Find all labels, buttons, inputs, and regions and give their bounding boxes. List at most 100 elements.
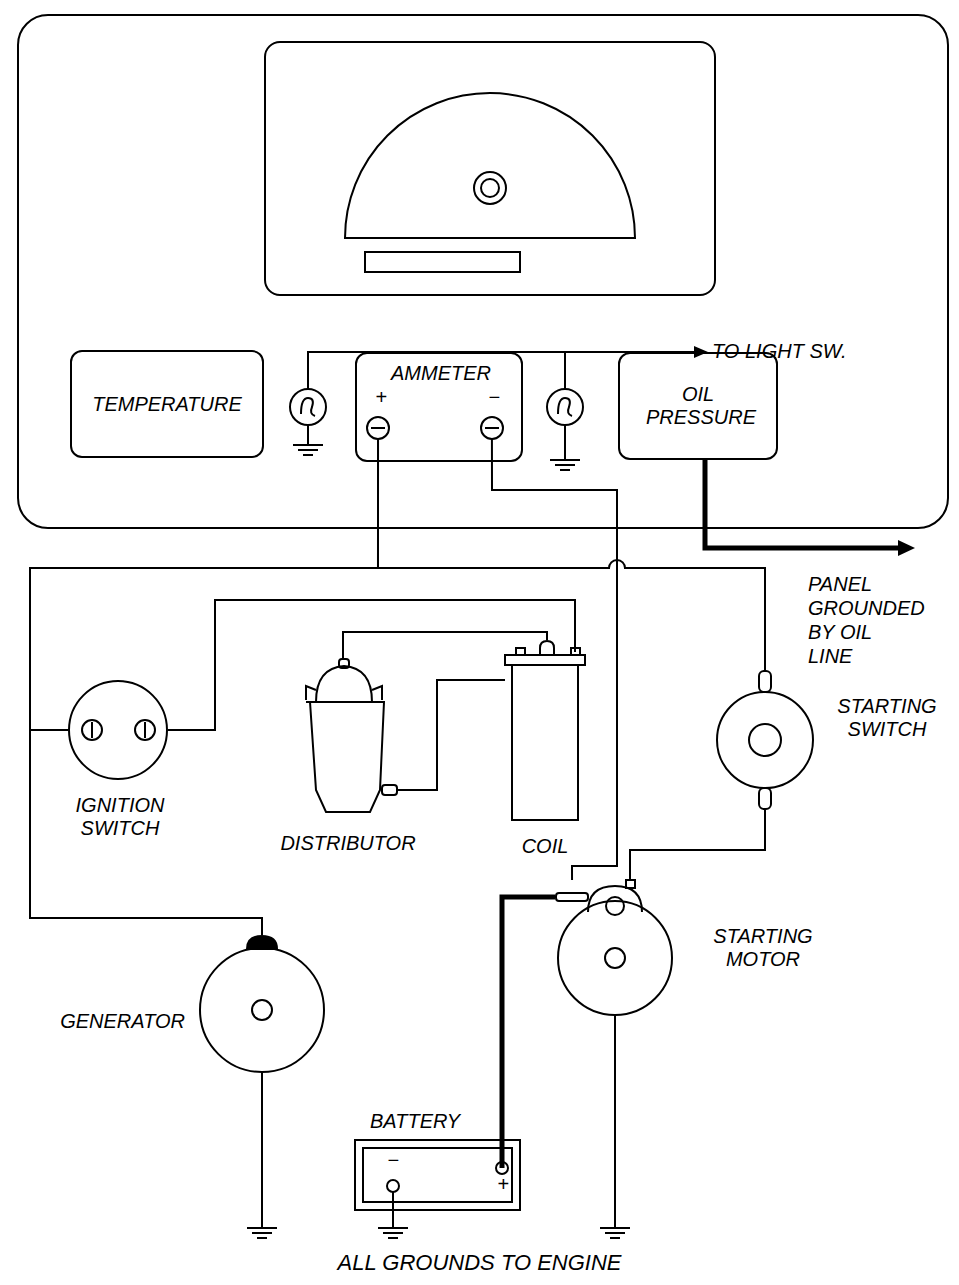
generator-symbol (261, 1072, 263, 1228)
ground-stroke (605, 1232, 625, 1234)
gauge-box: OIL PRESSURE (618, 352, 778, 460)
panel-lamp (547, 389, 583, 425)
speedometer (265, 42, 715, 295)
ground-stroke (383, 1232, 403, 1234)
ground-stroke (560, 469, 570, 471)
wire (30, 439, 378, 935)
ground-stroke (550, 459, 580, 461)
wire (502, 897, 555, 1168)
ammeter-terminal (367, 417, 389, 439)
ground-stroke (303, 454, 313, 456)
wire (398, 680, 505, 790)
starting-switch-symbol (717, 671, 813, 809)
gauge-box: AMMETER+ − (355, 352, 523, 462)
battery-symbol (387, 1180, 399, 1192)
instrument-panel (18, 15, 948, 528)
distributor: DISTRIBUTOR (298, 660, 398, 818)
ground-stroke (610, 1237, 620, 1239)
ground-stroke (293, 444, 323, 446)
starting-motor-symbol (558, 901, 672, 1015)
gauge-box: TEMPERATURE (70, 350, 264, 458)
light-switch-wire (308, 352, 696, 389)
wire (30, 439, 378, 730)
panel-lamp (301, 398, 315, 416)
component-label: STARTING SWITCH (827, 695, 947, 741)
ground-symbol (247, 445, 630, 1238)
coil-symbol (505, 655, 585, 665)
ground-stroke (257, 1237, 267, 1239)
ground-stroke (252, 1232, 272, 1234)
coil-symbol (512, 665, 578, 820)
speedometer (345, 93, 635, 238)
note-label: ALL GROUNDS TO ENGINE (0, 1250, 959, 1276)
component-label: COIL (485, 835, 605, 858)
component-label: STARTING MOTOR (703, 925, 823, 971)
ground-stroke (388, 1237, 398, 1239)
generator-symbol (252, 1000, 272, 1020)
ignition-switch-screws (82, 720, 102, 740)
generator-symbol (247, 936, 277, 949)
speedometer (481, 179, 499, 197)
starting-switch-symbol (759, 788, 771, 809)
ground-stroke (378, 1227, 408, 1229)
ground-stroke (298, 449, 318, 451)
coil-symbol (505, 641, 585, 820)
battery-symbol (392, 1192, 394, 1228)
terminal-sign: + (371, 386, 391, 409)
starting-motor-symbol (614, 1015, 616, 1228)
terminal-sign: − (484, 386, 504, 409)
wire (378, 439, 765, 670)
starting-motor: STARTING MOTOR (555, 880, 675, 1015)
component-label: DISTRIBUTOR (248, 832, 448, 855)
panel-lamp (558, 398, 572, 416)
light-switch-wire (564, 352, 566, 389)
speedometer (474, 172, 506, 204)
ignition-switch-screws (82, 720, 155, 740)
wire (343, 632, 547, 660)
component-label: AMMETER (357, 362, 525, 385)
component-label: IGNITION SWITCH (65, 794, 175, 840)
oil-line (898, 540, 915, 556)
oil-line (705, 460, 900, 548)
wire (630, 810, 765, 880)
terminal-sign: + (495, 1173, 511, 1196)
ground-stroke (247, 1227, 277, 1229)
panel-lamp (290, 389, 326, 425)
switch-symbol: STARTING SWITCH (717, 670, 813, 810)
terminal-sign: − (385, 1149, 401, 1172)
ignition-coil: COIL (505, 640, 585, 820)
battery-symbol (363, 1148, 512, 1202)
distributor-symbol (306, 702, 384, 812)
distributor-symbol (382, 785, 397, 795)
starting-motor-symbol (556, 893, 588, 901)
distributor-symbol (306, 659, 397, 812)
panel-lamp (307, 425, 309, 445)
note-label: TO LIGHT SW. (712, 339, 872, 363)
distributor-symbol (306, 686, 382, 700)
distributor-symbol (316, 666, 372, 702)
ammeter-terminal (367, 417, 503, 439)
ground-stroke (555, 464, 575, 466)
starting-switch-symbol (749, 724, 781, 756)
ammeter-terminal (481, 417, 503, 439)
generator-symbol (200, 948, 324, 1072)
generator-symbol (200, 936, 324, 1228)
starting-switch-symbol (717, 692, 813, 788)
starting-motor-symbol (556, 880, 672, 1228)
battery: BATTERY−+ (355, 1140, 520, 1210)
wire (492, 439, 617, 880)
battery-symbol (355, 1140, 520, 1210)
panel-lamp (564, 425, 566, 460)
speedometer (365, 252, 520, 272)
component-label: GENERATOR (15, 1010, 185, 1033)
starting-motor-symbol (606, 897, 624, 915)
starting-motor-symbol (605, 948, 625, 968)
coil-symbol (540, 641, 554, 656)
starting-motor-symbol (626, 880, 635, 888)
note-label: PANEL GROUNDED BY OIL LINE (808, 572, 920, 668)
ignition-switch-screws (144, 722, 146, 738)
speedometer (265, 42, 715, 295)
generator: GENERATOR (200, 935, 324, 1072)
ammeter-terminal (371, 427, 385, 429)
